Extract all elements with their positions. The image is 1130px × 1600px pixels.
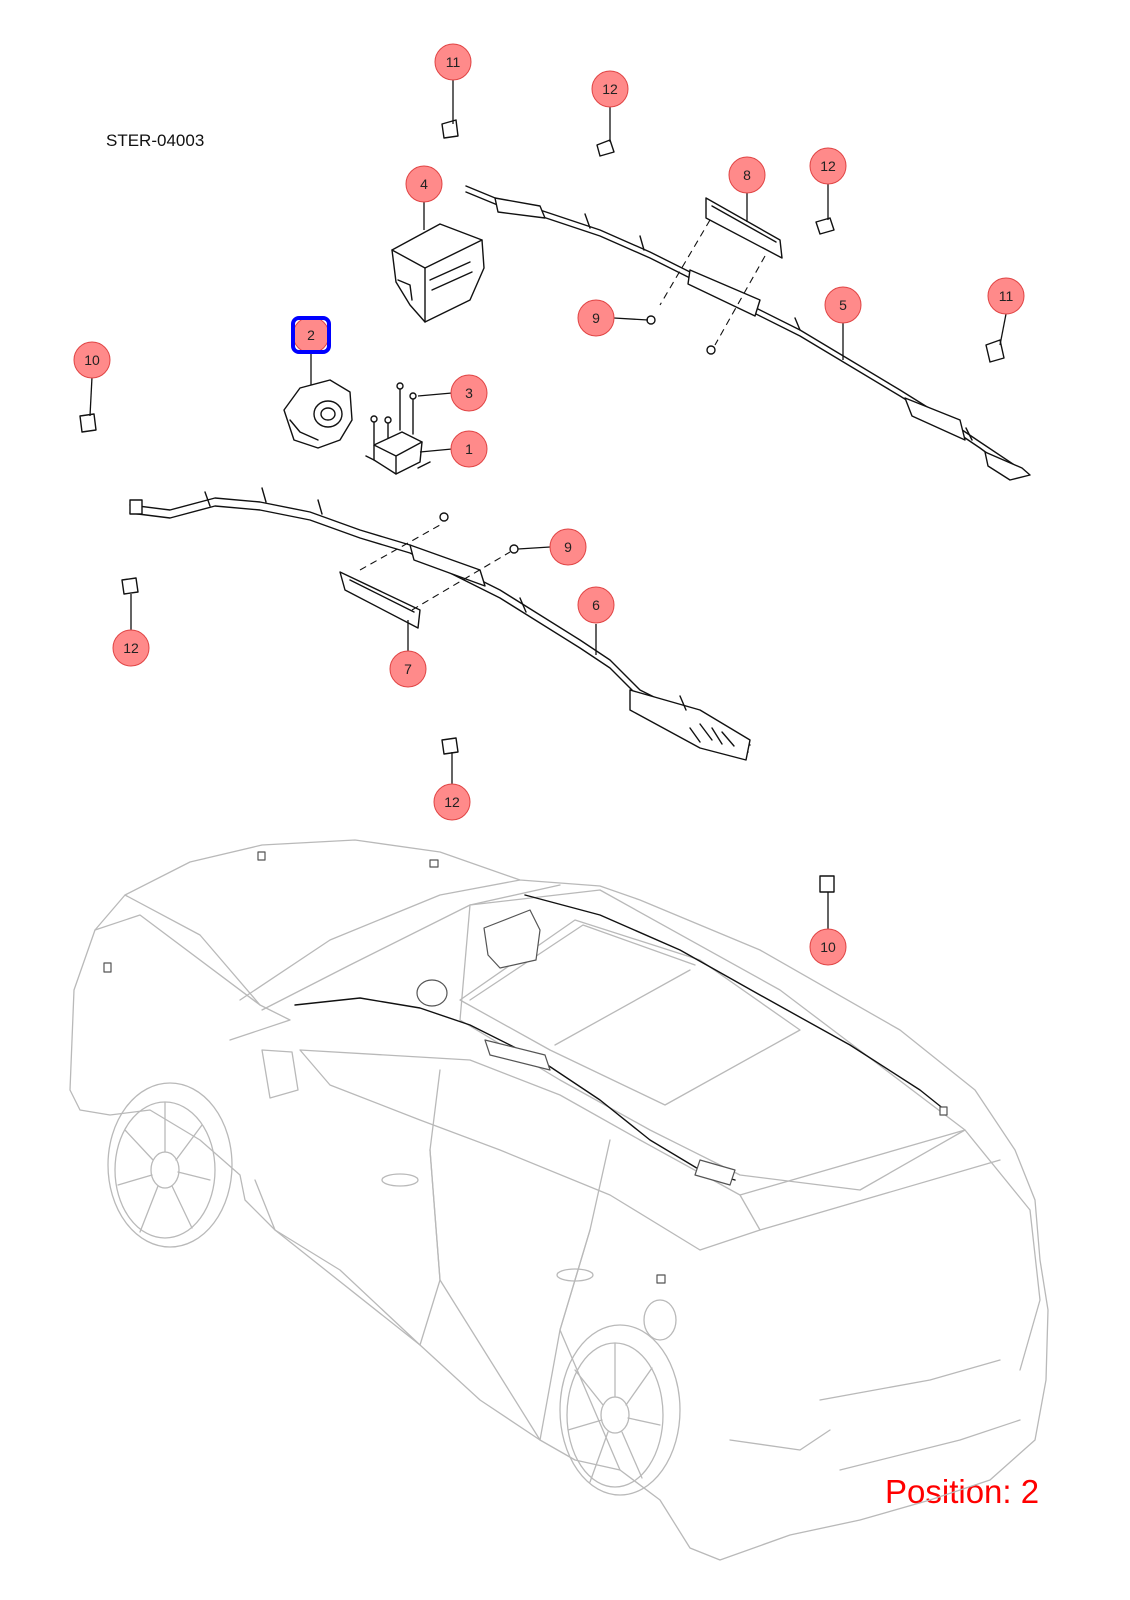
- callout-circle: [577, 299, 615, 337]
- screw-9b: [706, 345, 716, 355]
- callout-label: 9: [592, 310, 600, 326]
- callout-10: 10: [73, 341, 111, 379]
- callout-label: 3: [465, 385, 473, 401]
- clip-12c: [121, 577, 139, 595]
- front-wheel: [107, 1082, 233, 1248]
- diagram-code: STER-04003: [106, 131, 205, 150]
- callout-label: 10: [820, 939, 836, 955]
- callout-label: 4: [420, 176, 428, 192]
- callout-12: 12: [591, 70, 629, 108]
- callout-label: 12: [602, 81, 618, 97]
- clip-12a: [596, 139, 615, 157]
- callout-label: 1: [465, 441, 473, 457]
- clip-12d: [441, 737, 459, 755]
- callout-circle: [405, 165, 443, 203]
- callout-circle: [728, 156, 766, 194]
- callout-11: 11: [987, 277, 1025, 315]
- passenger-airbag-module: [391, 223, 485, 323]
- callout-circle: [434, 43, 472, 81]
- curtain-bracket-right: [659, 197, 783, 346]
- callout-label: 5: [839, 297, 847, 313]
- callout-circle: [591, 70, 629, 108]
- callout-label: 7: [404, 661, 412, 677]
- callout-circle: [987, 277, 1025, 315]
- driver-airbag: [283, 379, 353, 449]
- callout-12: 12: [809, 147, 847, 185]
- screw-9a: [646, 315, 656, 325]
- clip-10b: [819, 875, 835, 893]
- callouts: 11 12 4 8 12 9 5 11 2 10 3 1 9 6 12 7 12 10: [73, 43, 1025, 966]
- vehicle-outline: [69, 839, 1049, 1561]
- callout-circle: [809, 147, 847, 185]
- callout-label: 9: [564, 539, 572, 555]
- callout-2: 2: [292, 316, 330, 354]
- callout-9: 9: [549, 528, 587, 566]
- callout-label: 11: [999, 288, 1014, 304]
- curtain-airbag-left: [129, 487, 751, 761]
- callout-label: 8: [743, 167, 751, 183]
- callout-circle: [450, 374, 488, 412]
- callout-circle: [112, 629, 150, 667]
- callout-circle: [450, 430, 488, 468]
- callout-3: 3: [450, 374, 488, 412]
- callout-circle: [809, 928, 847, 966]
- callout-label: 11: [446, 54, 461, 70]
- callout-label: 12: [444, 794, 460, 810]
- clip-11b: [985, 339, 1005, 363]
- callout-circle: [549, 528, 587, 566]
- callout-9: 9: [577, 299, 615, 337]
- clip-11a: [441, 119, 459, 139]
- screw-9d: [439, 512, 449, 522]
- callout-circle: [577, 586, 615, 624]
- clip-10a: [79, 413, 97, 433]
- callout-label: 12: [820, 158, 836, 174]
- callout-5: 5: [824, 286, 862, 324]
- clip-12b: [815, 217, 835, 235]
- leader-lines: [89, 80, 1007, 929]
- callout-4: 4: [405, 165, 443, 203]
- callout-12: 12: [112, 629, 150, 667]
- callout-8: 8: [728, 156, 766, 194]
- callout-7: 7: [389, 650, 427, 688]
- callout-circle: [73, 341, 111, 379]
- callout-circle: [389, 650, 427, 688]
- callout-1: 1: [450, 430, 488, 468]
- callout-label: 6: [592, 597, 600, 613]
- callout-label: 10: [84, 352, 100, 368]
- rear-wheel: [559, 1324, 681, 1496]
- callout-circle: [433, 783, 471, 821]
- callout-label: 12: [123, 640, 139, 656]
- callout-label: 2: [307, 327, 315, 343]
- callout-12: 12: [433, 783, 471, 821]
- screw-9c: [509, 544, 519, 554]
- callout-circle: [824, 286, 862, 324]
- callout-6: 6: [577, 586, 615, 624]
- callout-10: 10: [809, 928, 847, 966]
- curtain-airbag-right: [465, 185, 1031, 481]
- highlight-frame: [291, 316, 331, 354]
- position-label: Position: 2: [885, 1473, 1040, 1510]
- fasteners: [79, 119, 1005, 893]
- airbag-control-unit: [365, 382, 431, 475]
- callout-11: 11: [434, 43, 472, 81]
- curtain-bracket-left: [339, 524, 511, 629]
